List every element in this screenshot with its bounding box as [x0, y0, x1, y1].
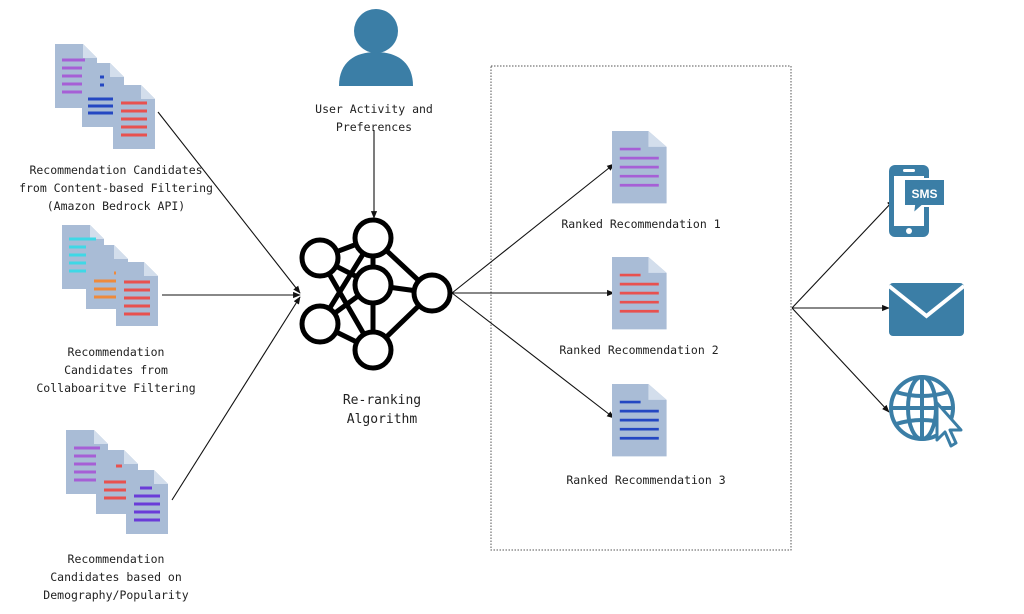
ranked-recommendation-1-label: Ranked Recommendation 1: [561, 217, 721, 231]
demography-candidates-label: Recommendation Candidates based on Demog…: [16, 550, 216, 604]
sms-phone-icon: SMS: [889, 165, 946, 237]
user-activity-label: User Activity and Preferences: [294, 100, 454, 136]
content-label-line-1: Recommendation Candidates: [29, 163, 203, 177]
ranked-document-2-icon: [612, 257, 667, 330]
content-candidates-arrow: [157, 111, 301, 294]
algorithm-label-line-1: Re-ranking: [342, 393, 422, 408]
content-label-line-2: from Content-based Filtering: [19, 181, 213, 195]
ranked-recommendation-3-label: Ranked Recommendation 3: [566, 473, 726, 487]
demography-candidates-stack: [66, 430, 168, 534]
collaborative-candidates-stack: [62, 225, 158, 326]
demography-label-line-1: Recommendation: [67, 552, 165, 566]
user-label-line-2: Preferences: [335, 120, 413, 134]
user-label-line-1: User Activity and: [315, 102, 433, 116]
content-candidates-label: Recommendation Candidates from Content-b…: [0, 161, 232, 215]
content-candidates-stack: [55, 44, 155, 149]
collab-label-line-3: Collaboaritve Filtering: [36, 381, 196, 395]
to-sms-arrow: [791, 199, 895, 309]
connectors: [157, 111, 895, 501]
to-ranked-1-arrow: [451, 163, 615, 294]
ranked-document-1-icon: [612, 131, 667, 204]
collab-label-line-2: Candidates from: [64, 363, 168, 377]
ranked-output-frame: [490, 65, 792, 551]
demography-candidates-arrow: [171, 296, 301, 501]
to-ranked-3-arrow: [451, 292, 615, 419]
email-envelope-icon: [887, 283, 966, 336]
user-icon: [339, 9, 413, 86]
reranking-algorithm-label: Re-ranking Algorithm: [312, 391, 452, 429]
ranked-document-3-icon: [612, 384, 667, 457]
demography-label-line-3: Demography/Popularity: [43, 588, 189, 602]
web-globe-cursor-icon: [889, 375, 963, 448]
sms-text: SMS: [911, 187, 937, 201]
to-web-arrow: [791, 307, 890, 413]
content-label-line-3: (Amazon Bedrock API): [46, 199, 186, 213]
neural-network-icon: [299, 217, 453, 371]
algorithm-label-line-2: Algorithm: [346, 412, 418, 427]
collaborative-candidates-label: Recommendation Candidates from Collaboar…: [16, 343, 216, 397]
demography-label-line-2: Candidates based on: [50, 570, 182, 584]
collab-label-line-1: Recommendation: [67, 345, 165, 359]
ranked-recommendation-2-label: Ranked Recommendation 2: [559, 343, 719, 357]
